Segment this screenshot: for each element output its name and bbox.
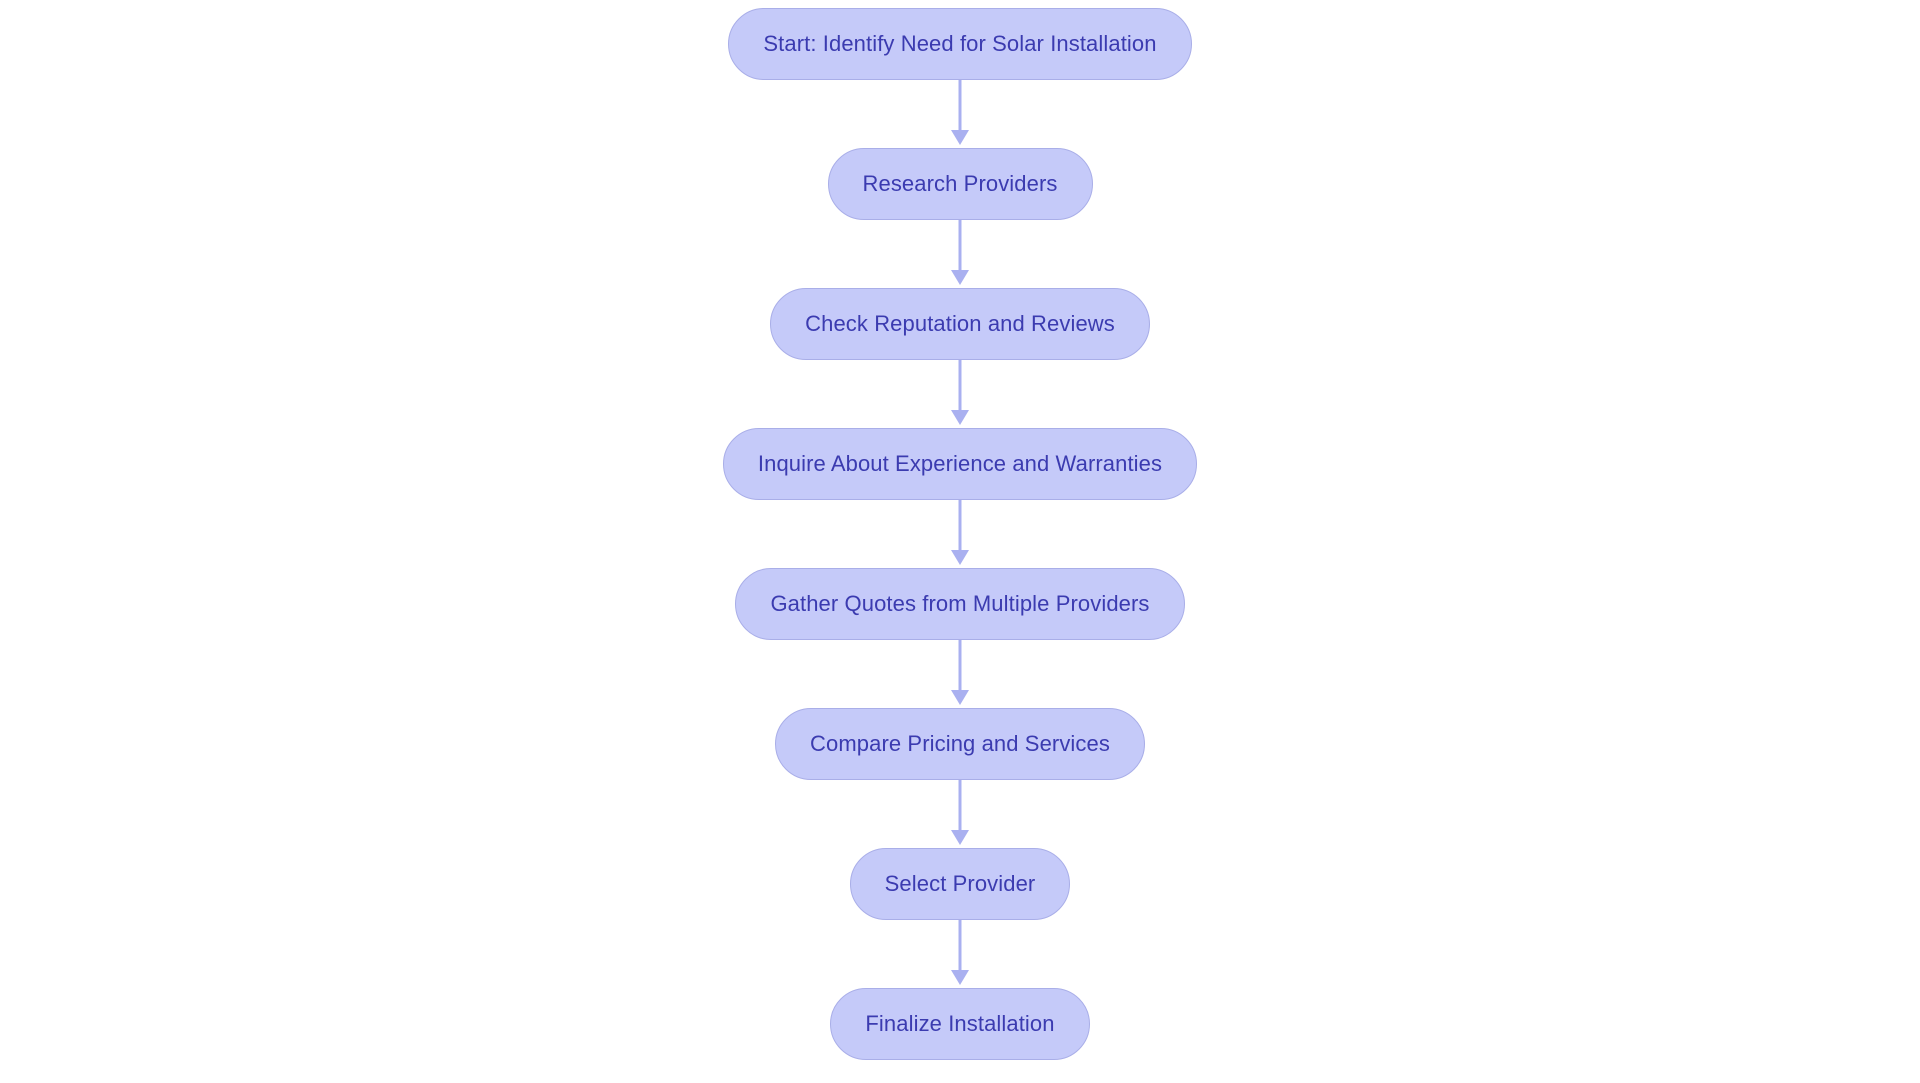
arrowhead-down-icon: [951, 410, 969, 425]
flow-node-select[interactable]: Select Provider: [849, 848, 1071, 920]
flow-node-label: Inquire About Experience and Warranties: [757, 451, 1163, 476]
flow-connector-select-to-finalize: [940, 920, 980, 988]
flow-node-label: Finalize Installation: [865, 1011, 1055, 1036]
arrowhead-down-icon: [951, 970, 969, 985]
flow-node-label: Start: Identify Need for Solar Installat…: [763, 31, 1157, 56]
arrowhead-down-icon: [951, 270, 969, 285]
flow-node-label: Gather Quotes from Multiple Providers: [770, 591, 1150, 616]
flow-node-finalize[interactable]: Finalize Installation: [830, 988, 1090, 1060]
flow-node-label: Research Providers: [862, 171, 1058, 196]
flow-node-inquire[interactable]: Inquire About Experience and Warranties: [722, 428, 1198, 500]
flow-connector-start-to-research: [940, 80, 980, 148]
flow-node-label: Select Provider: [884, 871, 1036, 896]
arrowhead-down-icon: [951, 550, 969, 565]
flow-connector-inquire-to-quotes: [940, 500, 980, 568]
connector-line: [958, 640, 962, 692]
flow-connector-reputation-to-inquire: [940, 360, 980, 428]
arrowhead-down-icon: [951, 690, 969, 705]
flow-node-quotes[interactable]: Gather Quotes from Multiple Providers: [735, 568, 1185, 640]
connector-line: [958, 780, 962, 832]
flowchart-node-column: Start: Identify Need for Solar Installat…: [0, 8, 1920, 1060]
connector-line: [958, 360, 962, 412]
flow-node-label: Check Reputation and Reviews: [805, 311, 1115, 336]
flow-node-reputation[interactable]: Check Reputation and Reviews: [770, 288, 1150, 360]
arrowhead-down-icon: [951, 130, 969, 145]
arrowhead-down-icon: [951, 830, 969, 845]
flow-connector-compare-to-select: [940, 780, 980, 848]
connector-line: [958, 220, 962, 272]
flow-connector-research-to-reputation: [940, 220, 980, 288]
connector-line: [958, 500, 962, 552]
flow-node-research[interactable]: Research Providers: [827, 148, 1093, 220]
flow-connector-quotes-to-compare: [940, 640, 980, 708]
connector-line: [958, 920, 962, 972]
flow-node-start[interactable]: Start: Identify Need for Solar Installat…: [728, 8, 1192, 80]
flow-node-compare[interactable]: Compare Pricing and Services: [775, 708, 1145, 780]
flow-node-label: Compare Pricing and Services: [810, 731, 1110, 756]
connector-line: [958, 80, 962, 132]
